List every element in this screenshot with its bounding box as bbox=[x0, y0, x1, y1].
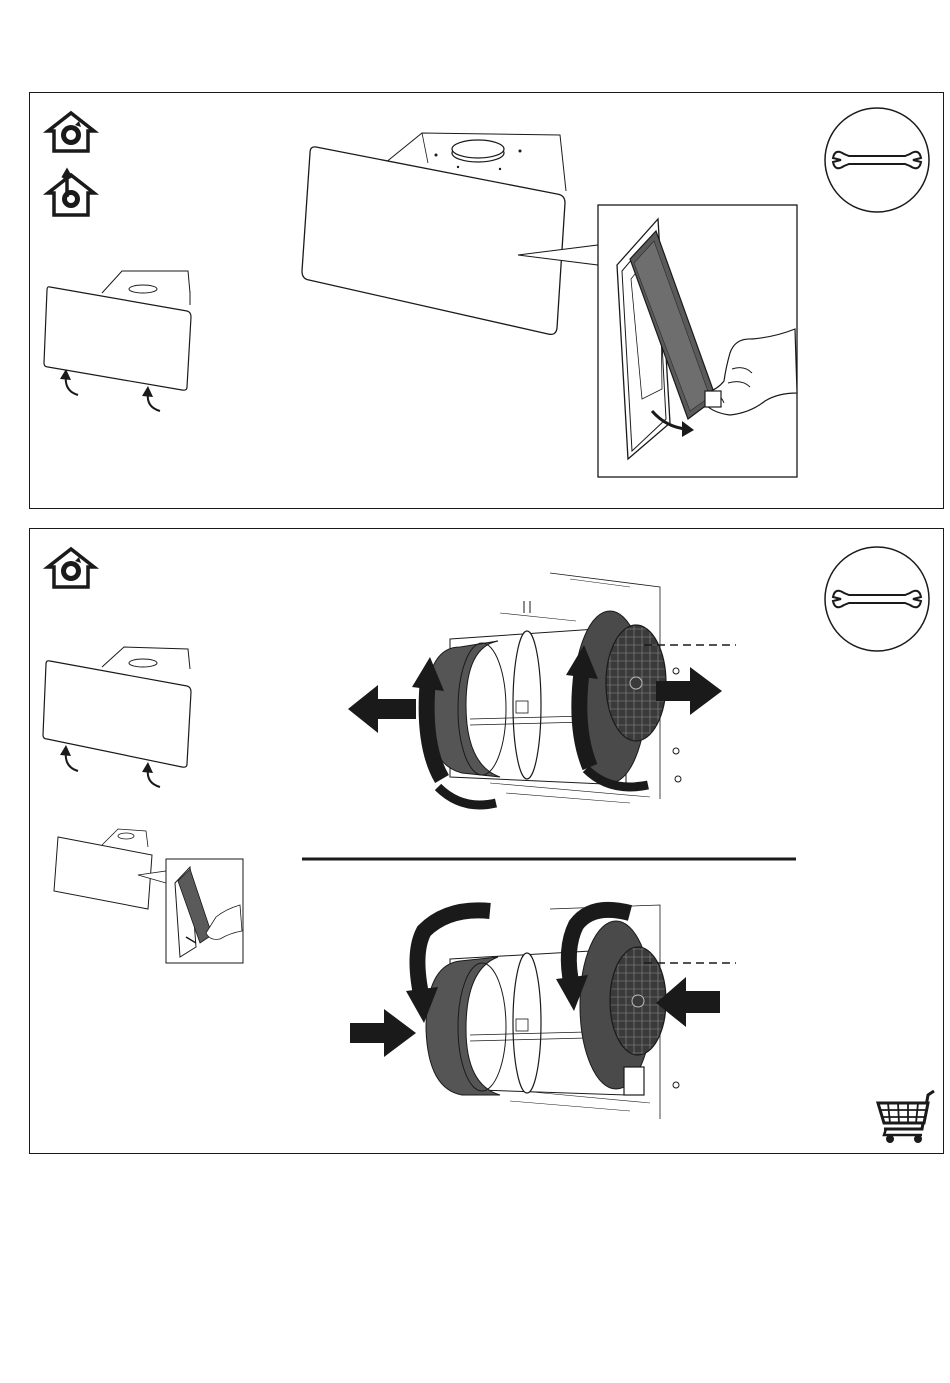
filter-removal-thumbnail bbox=[54, 829, 243, 963]
panel-2-illustration bbox=[30, 529, 943, 1153]
panel-filter-removal bbox=[29, 92, 944, 509]
motor-filter-removal bbox=[348, 573, 736, 805]
hood-small-illustration bbox=[43, 647, 191, 787]
extraction-house-icon bbox=[48, 171, 94, 215]
panel-1-illustration bbox=[30, 93, 943, 508]
panel-carbon-filter bbox=[29, 528, 944, 1154]
shopping-cart-icon bbox=[878, 1091, 934, 1143]
motor-filter-installation bbox=[350, 905, 736, 1119]
filter-removal-detail bbox=[598, 205, 797, 477]
wrench-icon bbox=[825, 108, 929, 212]
recirculation-house-icon bbox=[48, 549, 94, 587]
wrench-icon bbox=[825, 547, 929, 651]
hood-small-illustration bbox=[44, 271, 191, 411]
recirculation-house-icon bbox=[48, 113, 94, 151]
hood-large-illustration bbox=[302, 133, 598, 334]
